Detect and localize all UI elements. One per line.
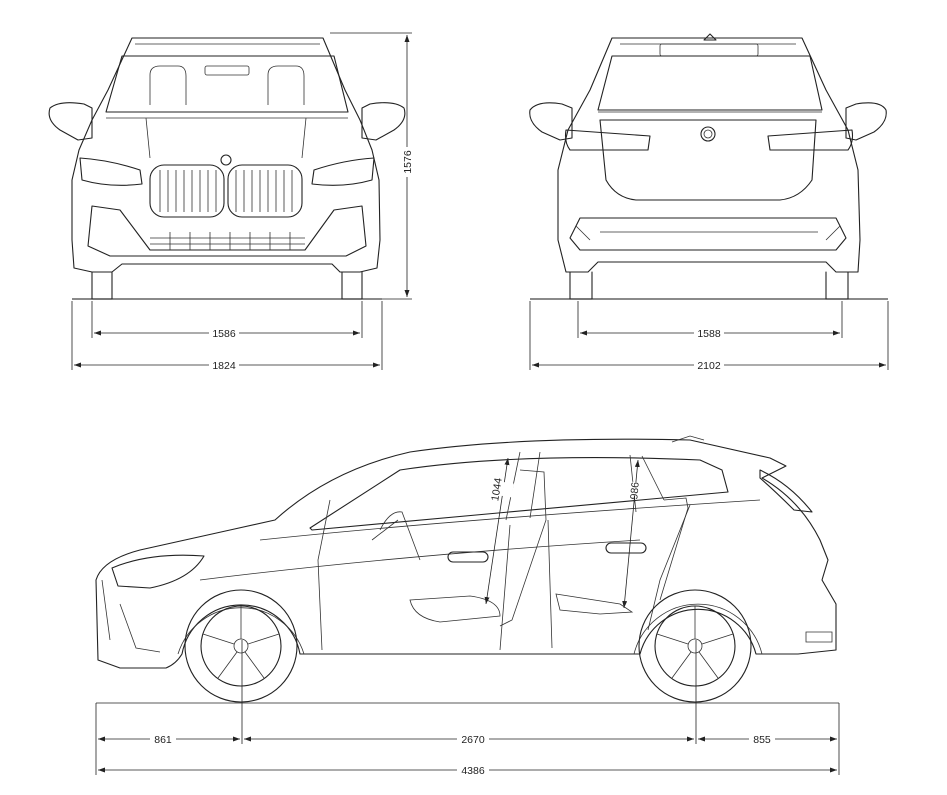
front-height-dimension: 1576 [330, 32, 414, 300]
side-body-outline [95, 438, 837, 669]
front-windshield [105, 55, 349, 113]
front-headroom-label: 1044 [489, 477, 505, 502]
side-view: 1044 986 861 2670 855 4386 [95, 435, 840, 777]
front-overhang-label: 861 [154, 734, 172, 746]
front-headroom-dimension: 1044 [480, 457, 514, 605]
front-grille-left [149, 164, 225, 218]
rear-mirror-left [529, 102, 573, 141]
side-headlight [111, 554, 205, 589]
overall-length-label: 4386 [461, 765, 485, 777]
side-taillight [759, 469, 813, 513]
front-tyre-left [91, 271, 113, 300]
front-headlight-right [311, 157, 375, 186]
front-grille-right [227, 164, 303, 218]
rear-tailgate [599, 119, 817, 201]
front-mirror-right [361, 102, 406, 141]
rear-headroom-label: 986 [628, 481, 641, 500]
front-headlight-left [79, 157, 143, 186]
rear-brake-light-icon [703, 33, 717, 41]
front-width-dimensions: 1586 1824 [71, 301, 383, 372]
front-lower-intake [87, 205, 367, 257]
rear-taillight-left [564, 129, 651, 151]
rear-mirror-right [845, 102, 887, 141]
front-tyre-right [341, 271, 363, 300]
wheelbase-label: 2670 [461, 734, 485, 746]
rear-window [597, 55, 823, 111]
rear-tyre-right [825, 271, 849, 300]
rear-overhang-label: 855 [753, 734, 771, 746]
front-track-label: 1586 [212, 328, 236, 340]
front-width-label: 1824 [212, 360, 236, 372]
rear-width-label: 2102 [697, 360, 721, 372]
rear-width-dimensions: 1588 2102 [529, 301, 889, 372]
side-front-wheel [184, 589, 298, 703]
side-rear-door-handle [605, 542, 647, 554]
rear-body-outline [557, 37, 861, 273]
rear-tyre-left [569, 271, 593, 300]
front-mirror-left [48, 102, 93, 141]
rear-taillight-right [767, 129, 854, 151]
front-view: 1576 1586 1824 [48, 32, 414, 372]
length-dimensions: 861 2670 855 4386 [95, 640, 840, 777]
front-logo-icon [220, 154, 232, 166]
front-body-outline [71, 37, 381, 273]
rear-view: 1588 2102 [529, 33, 889, 372]
rear-bumper [569, 217, 847, 251]
side-window-frame [309, 457, 729, 531]
rear-logo-icon [700, 126, 716, 142]
rear-headroom-dimension: 986 [620, 459, 648, 609]
front-height-label: 1576 [402, 150, 414, 174]
rear-track-label: 1588 [697, 328, 721, 340]
side-rear-wheel [638, 589, 752, 703]
